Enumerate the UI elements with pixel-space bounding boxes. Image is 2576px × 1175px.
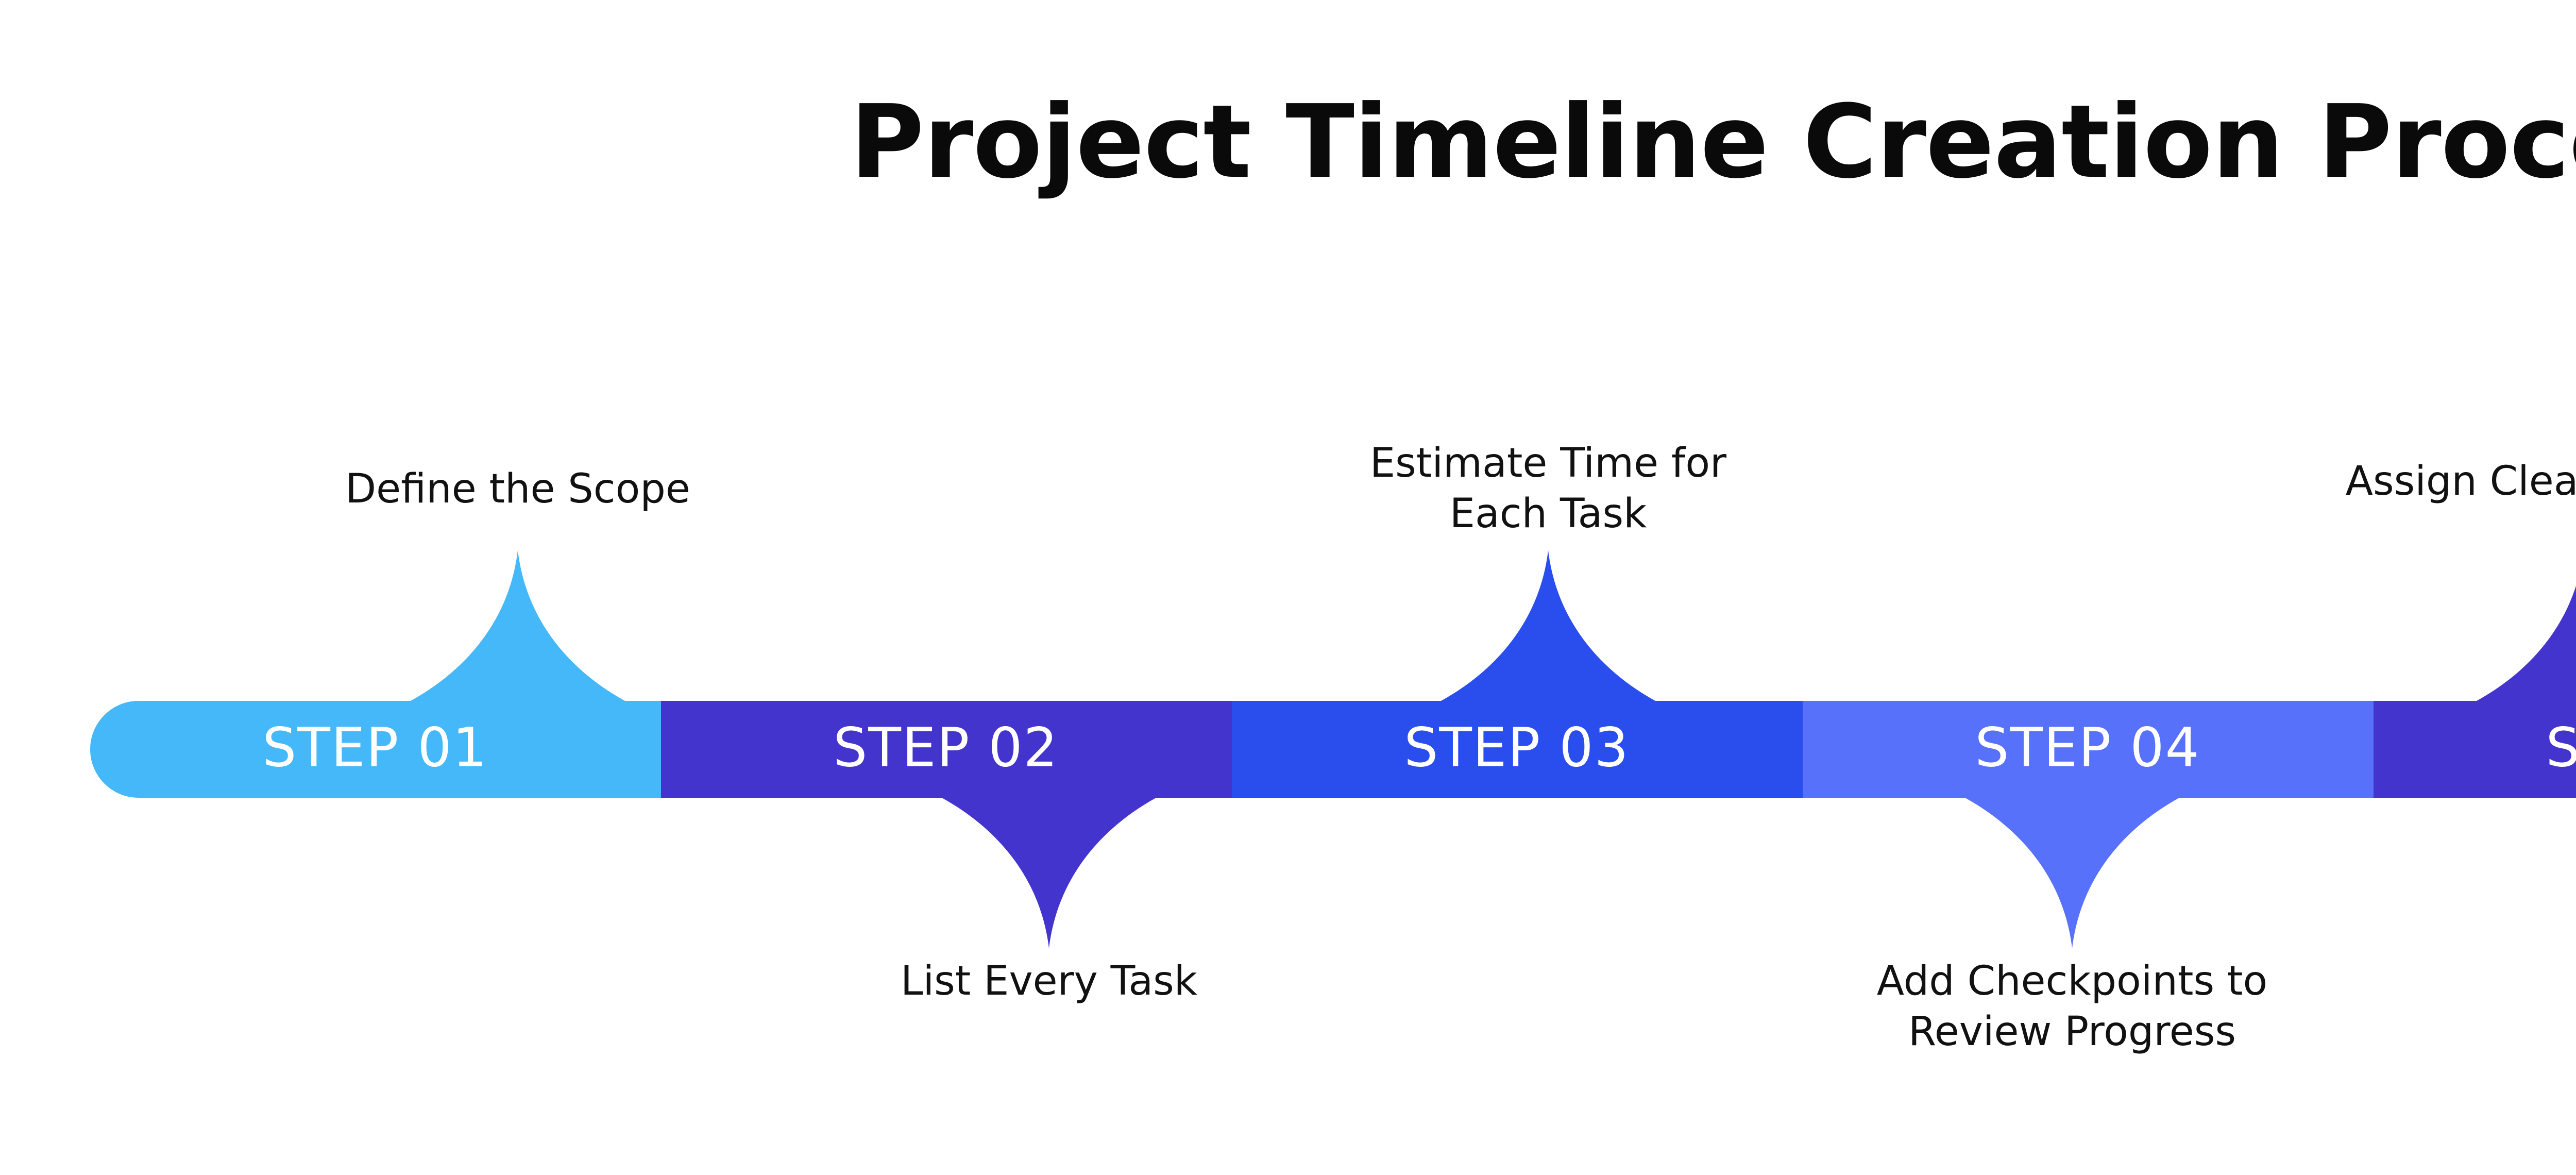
callout-step-4: Add Checkpoints to Review Progress — [1877, 958, 2267, 1055]
callout-line: List Every Task — [901, 958, 1197, 1004]
callout-line: Define the Scope — [345, 466, 690, 512]
callout-step-5: Assign Clear Ownership — [2346, 458, 2576, 505]
timeline-tails — [411, 550, 2576, 948]
callout-line: Estimate Time for — [1370, 440, 1727, 486]
timeline-tail-step-2 — [942, 798, 1156, 948]
callout-line: Each Task — [1450, 491, 1647, 537]
step-label-2: STEP 02 — [833, 716, 1058, 779]
timeline-tail-step-1 — [411, 550, 625, 701]
callout-line: Assign Clear Ownership — [2346, 458, 2576, 505]
step-label-4: STEP 04 — [1975, 716, 2200, 779]
page-title: Project Timeline Creation Process — [850, 83, 2576, 201]
timeline-segment-step-3[interactable] — [1232, 701, 1803, 798]
timeline-tail-step-3 — [1441, 550, 1655, 701]
timeline-segment-step-4[interactable] — [1803, 701, 2374, 798]
timeline-segment-step-2[interactable] — [661, 701, 1232, 798]
timeline-tail-step-5 — [2477, 585, 2576, 701]
callout-line: Review Progress — [1908, 1009, 2236, 1055]
timeline-segment-step-1[interactable] — [90, 701, 661, 798]
step-label-1: STEP 01 — [262, 716, 487, 779]
callout-step-1: Define the Scope — [345, 466, 690, 512]
callout-step-2: List Every Task — [901, 958, 1197, 1004]
callout-line: Add Checkpoints to — [1877, 958, 2267, 1004]
step-label-5: STEP 05 — [2546, 716, 2576, 779]
timeline-segments — [90, 701, 2576, 798]
step-label-3: STEP 03 — [1404, 716, 1629, 779]
timeline-segment-step-5[interactable] — [2374, 701, 2576, 798]
timeline-tail-step-4 — [1965, 798, 2179, 948]
